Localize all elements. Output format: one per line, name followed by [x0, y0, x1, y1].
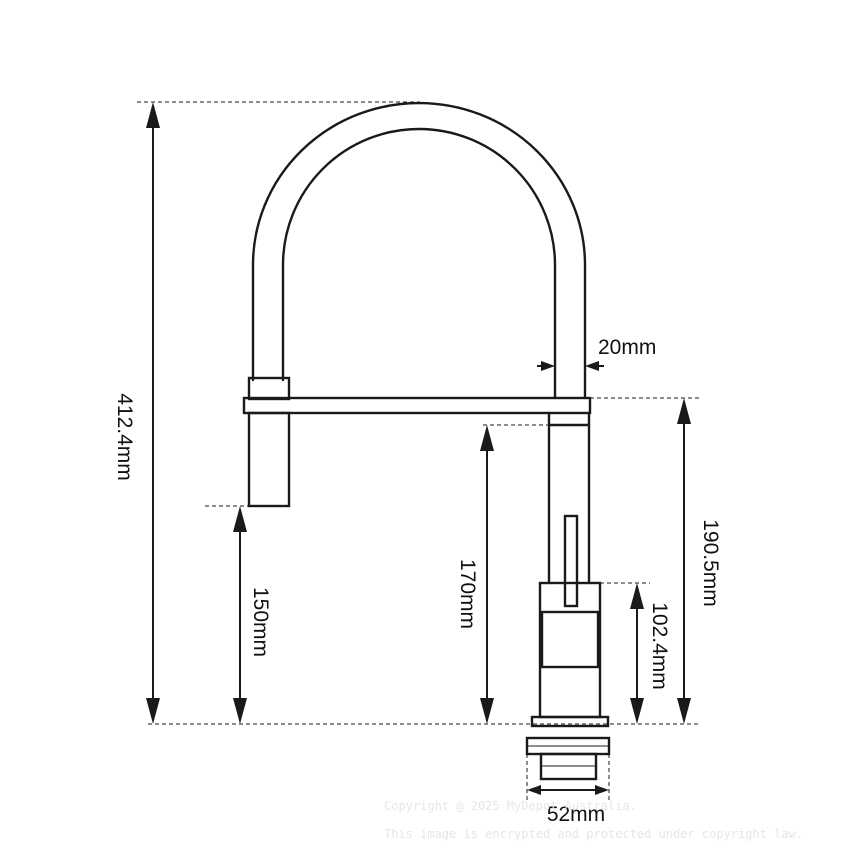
dimension-pipe-diameter: 20mm: [537, 336, 656, 371]
gooseneck-outer: [251, 101, 587, 400]
dimension-body-height: 102.4mm: [630, 583, 671, 724]
label-total-height: 412.4mm: [113, 393, 136, 481]
label-spout-height: 190.5mm: [699, 519, 722, 607]
copyright-watermark: Copyright @ 2025 MyDepot Australia. This…: [384, 799, 803, 841]
mixer-body: [538, 581, 602, 719]
extension-lines: [137, 101, 700, 800]
spray-head: [247, 411, 291, 508]
watermark-line-2: This image is encrypted and protected un…: [384, 827, 803, 841]
label-base-diameter: 52mm: [547, 803, 605, 826]
dimension-spout-height: 190.5mm: [677, 398, 722, 724]
label-spout-clearance: 170mm: [456, 559, 479, 629]
mixer-body-panel: [540, 610, 600, 669]
dimension-total-height: 412.4mm: [113, 102, 160, 724]
dimension-base-diameter: 52mm: [527, 785, 609, 826]
base-flange: [530, 715, 610, 728]
label-outlet-height: 150mm: [249, 587, 272, 657]
faucet-outline: [242, 101, 611, 781]
gooseneck-inner: [281, 127, 557, 400]
label-body-height: 102.4mm: [648, 602, 671, 690]
dimension-outlet-height: 150mm: [233, 506, 272, 724]
label-pipe-diameter: 20mm: [598, 336, 656, 359]
lever-handle: [563, 514, 579, 608]
watermark-line-1: Copyright @ 2025 MyDepot Australia.: [384, 799, 637, 813]
dimension-spout-clearance: 170mm: [456, 425, 494, 724]
horizontal-arm: [242, 396, 592, 415]
